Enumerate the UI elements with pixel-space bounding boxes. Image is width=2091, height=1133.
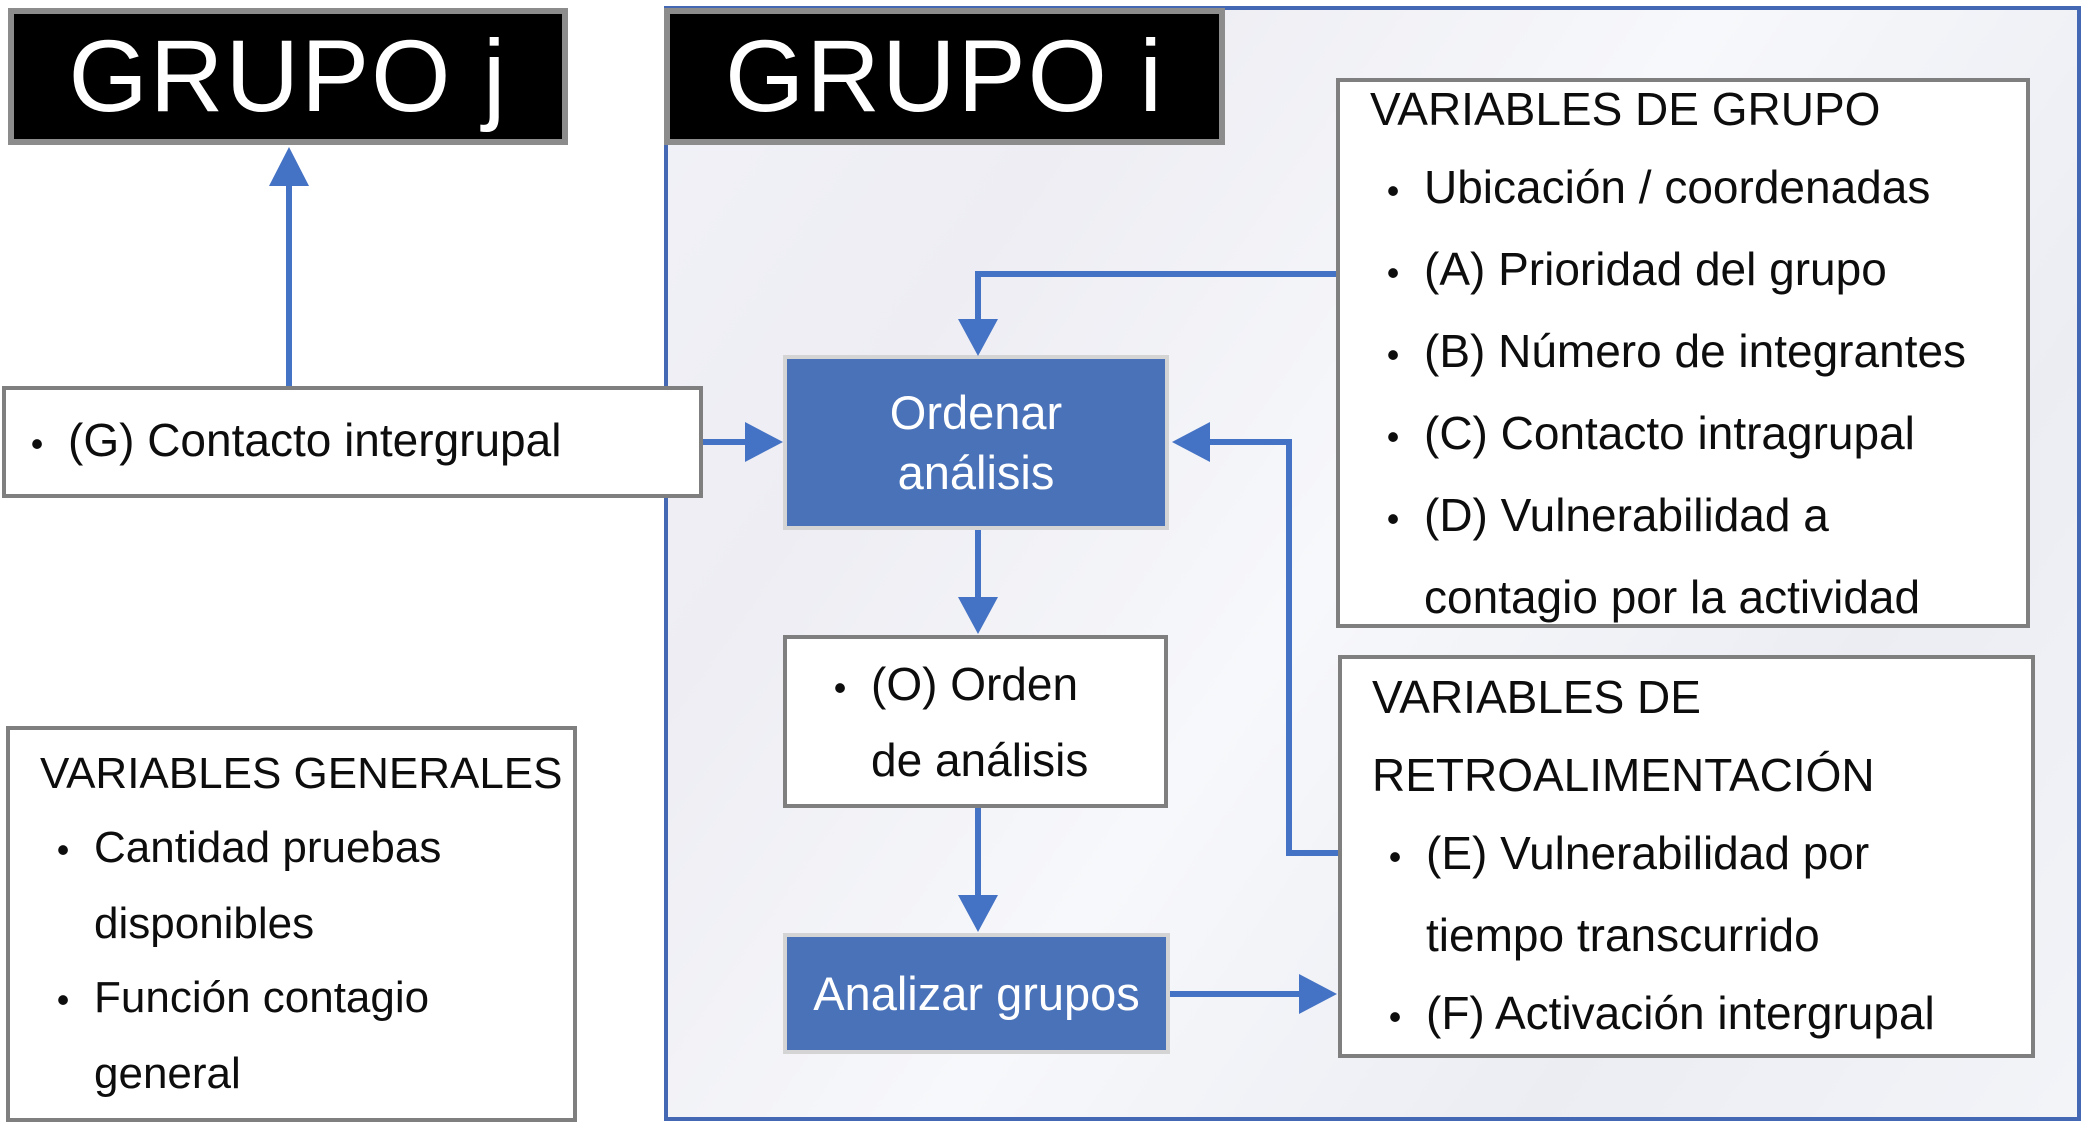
list-item-continuation: disponibles [32, 887, 563, 961]
header-grupo-j: GRUPO j [8, 8, 568, 145]
bullet-icon: • [56, 979, 70, 1020]
list-item-text: Cantidad pruebas [94, 823, 442, 872]
list-item-continuation: tiempo transcurrido [1364, 896, 2021, 974]
list-item: • (A) Prioridad del grupo [1362, 230, 2016, 312]
list-item: • Cantidad pruebas [32, 811, 563, 887]
list-item-text: Ubicación / coordenadas [1424, 161, 1931, 213]
retro-title-text: RETROALIMENTACIÓN [1372, 748, 1875, 801]
list-item-text: Función contagio [94, 973, 430, 1022]
header-grupo-j-label: GRUPO j [68, 19, 508, 133]
list-item-text: general [94, 1049, 241, 1098]
retroalimentacion-title-line1: VARIABLES DE [1364, 658, 2021, 736]
bullet-icon: • [1388, 835, 1402, 877]
bullet-icon: • [1388, 995, 1402, 1037]
list-item: • (C) Contacto intragrupal [1362, 394, 2016, 476]
list-item: • Ubicación / coordenadas [1362, 148, 2016, 230]
list-item-text: (C) Contacto intragrupal [1424, 407, 1915, 459]
ordenar-line2: análisis [897, 445, 1055, 499]
variables-de-grupo-title-text: VARIABLES DE GRUPO [1370, 83, 1881, 135]
box-orden-de-analisis: • (O) Orden de análisis [783, 635, 1168, 808]
orden-line2-text: de análisis [871, 733, 1089, 786]
variables-generales-title: VARIABLES GENERALES [32, 737, 563, 811]
list-item: • (D) Vulnerabilidad a [1362, 476, 2016, 558]
header-grupo-i: GRUPO i [664, 8, 1225, 145]
orden-line2: de análisis [809, 724, 1154, 796]
list-item-text: (B) Número de integrantes [1424, 325, 1967, 377]
orden-line1-text: (O) Orden [871, 657, 1079, 710]
variables-generales-title-text: VARIABLES GENERALES [40, 749, 563, 798]
bullet-icon: • [1386, 498, 1400, 539]
bullet-icon: • [833, 666, 847, 708]
list-item-text: (A) Prioridad del grupo [1424, 243, 1887, 295]
list-item: • Función contagio [32, 961, 563, 1037]
list-item-text: tiempo transcurrido [1426, 908, 1820, 961]
list-item: • (E) Vulnerabilidad por [1364, 814, 2021, 896]
box-contacto-intergrupal: • (G) Contacto intergrupal [2, 386, 703, 498]
bullet-icon: • [30, 423, 44, 464]
header-grupo-i-label: GRUPO i [724, 19, 1165, 133]
contacto-line: • (G) Contacto intergrupal [6, 415, 699, 469]
arrow-contacto-to-grupo-j [269, 147, 309, 386]
list-item-text: contagio por la actividad [1424, 571, 1921, 623]
bullet-icon: • [1386, 334, 1400, 375]
bullet-icon: • [1386, 416, 1400, 457]
contacto-text: (G) Contacto intergrupal [68, 414, 562, 466]
box-ordenar-analisis: Ordenar análisis [783, 355, 1169, 530]
box-variables-de-grupo: VARIABLES DE GRUPO • Ubicación / coorden… [1336, 78, 2030, 628]
list-item-text: (D) Vulnerabilidad a [1424, 489, 1829, 541]
list-item-continuation: general [32, 1037, 563, 1111]
analizar-text: Analizar grupos [813, 967, 1140, 1020]
bullet-icon: • [1386, 170, 1400, 211]
list-item-text: (F) Activación intergrupal [1426, 986, 1935, 1039]
box-analizar-grupos: Analizar grupos [783, 933, 1170, 1054]
list-item: • (B) Número de integrantes [1362, 312, 2016, 394]
retro-title-text: VARIABLES DE [1372, 670, 1701, 723]
ordenar-line1: Ordenar [889, 385, 1063, 439]
list-item-text: disponibles [94, 899, 315, 948]
orden-line1: • (O) Orden [809, 648, 1154, 724]
list-item: • (F) Activación intergrupal [1364, 974, 2021, 1056]
list-item-text: (E) Vulnerabilidad por [1426, 826, 1870, 879]
retroalimentacion-title-line2: RETROALIMENTACIÓN [1364, 736, 2021, 814]
variables-de-grupo-title: VARIABLES DE GRUPO [1362, 70, 2016, 148]
bullet-icon: • [1386, 252, 1400, 293]
bullet-icon: • [56, 829, 70, 870]
box-retroalimentacion: VARIABLES DE RETROALIMENTACIÓN • (E) Vul… [1338, 655, 2035, 1058]
list-item-continuation: contagio por la actividad [1362, 558, 2016, 636]
box-variables-generales: VARIABLES GENERALES • Cantidad pruebas d… [6, 726, 577, 1122]
